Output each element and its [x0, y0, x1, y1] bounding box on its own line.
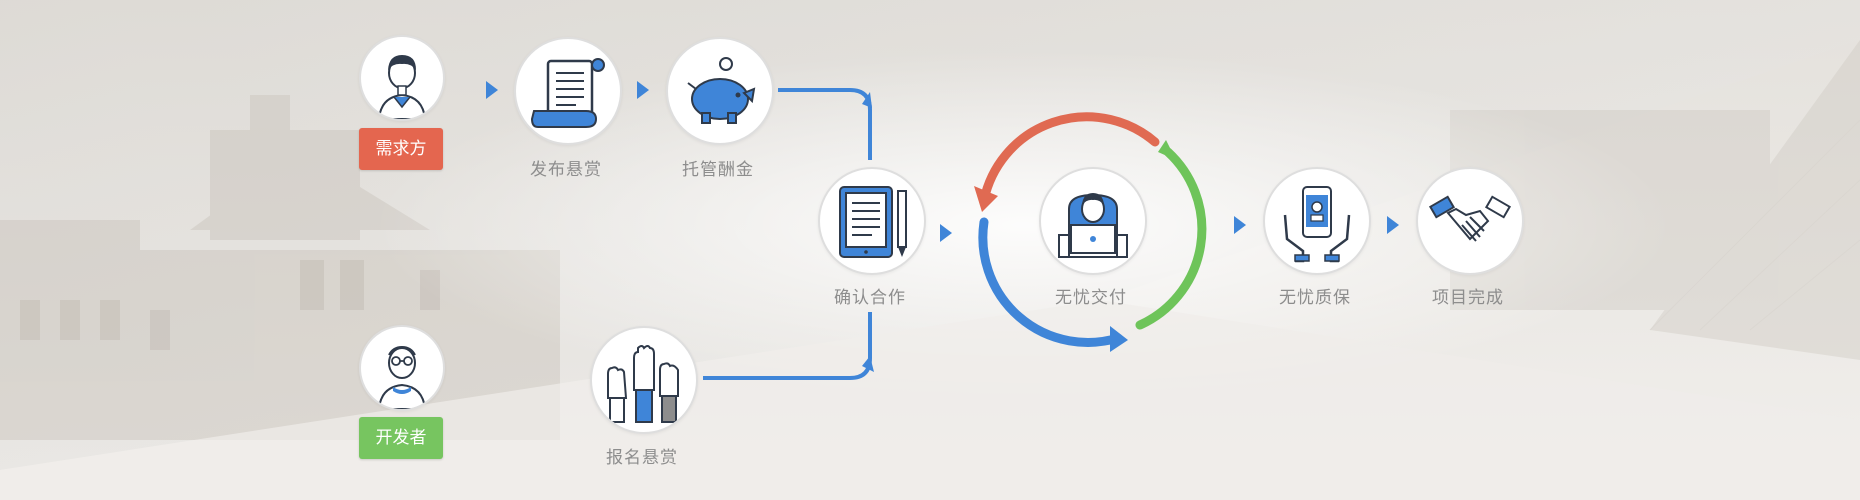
arrow-confirm-to-deliver	[940, 224, 952, 242]
step-label-publish: 发布悬赏	[530, 160, 602, 180]
cycle-arrowhead-green	[1158, 140, 1176, 160]
cycle-arc-red	[979, 112, 1160, 205]
demander-role-button[interactable]: 需求方	[359, 128, 443, 170]
scroll-document-icon	[514, 37, 622, 145]
person-laptop-icon	[1039, 167, 1147, 275]
step-label-confirm: 确认合作	[834, 288, 906, 308]
cycle-arc-green	[1135, 147, 1207, 330]
step-label-signup: 报名悬赏	[606, 448, 678, 468]
arrow-demander-to-publish	[486, 81, 498, 99]
step-label-warranty: 无忧质保	[1279, 288, 1351, 308]
connector-escrow-to-confirm	[778, 88, 872, 160]
tablet-contract-icon	[818, 167, 926, 275]
handshake-icon	[1416, 167, 1524, 275]
connector-signup-to-confirm	[703, 312, 872, 380]
arrow-warranty-to-complete	[1387, 216, 1399, 234]
step-label-complete: 项目完成	[1432, 288, 1504, 308]
phone-in-hands-icon	[1263, 167, 1371, 275]
arrow-publish-to-escrow	[637, 81, 649, 99]
cycle-arrowhead-red	[974, 186, 998, 212]
cycle-arc-blue	[978, 217, 1123, 347]
raised-hands-icon	[590, 326, 698, 434]
step-label-deliver: 无忧交付	[1055, 288, 1127, 308]
developer-role-button[interactable]: 开发者	[359, 417, 443, 459]
step-label-escrow: 托管酬金	[682, 160, 754, 180]
developer-glasses-avatar-icon	[359, 325, 445, 411]
cycle-arrowhead-blue	[1110, 326, 1128, 352]
businessman-avatar-icon	[359, 35, 445, 121]
piggy-bank-icon	[666, 37, 774, 145]
arrow-deliver-to-warranty	[1234, 216, 1246, 234]
